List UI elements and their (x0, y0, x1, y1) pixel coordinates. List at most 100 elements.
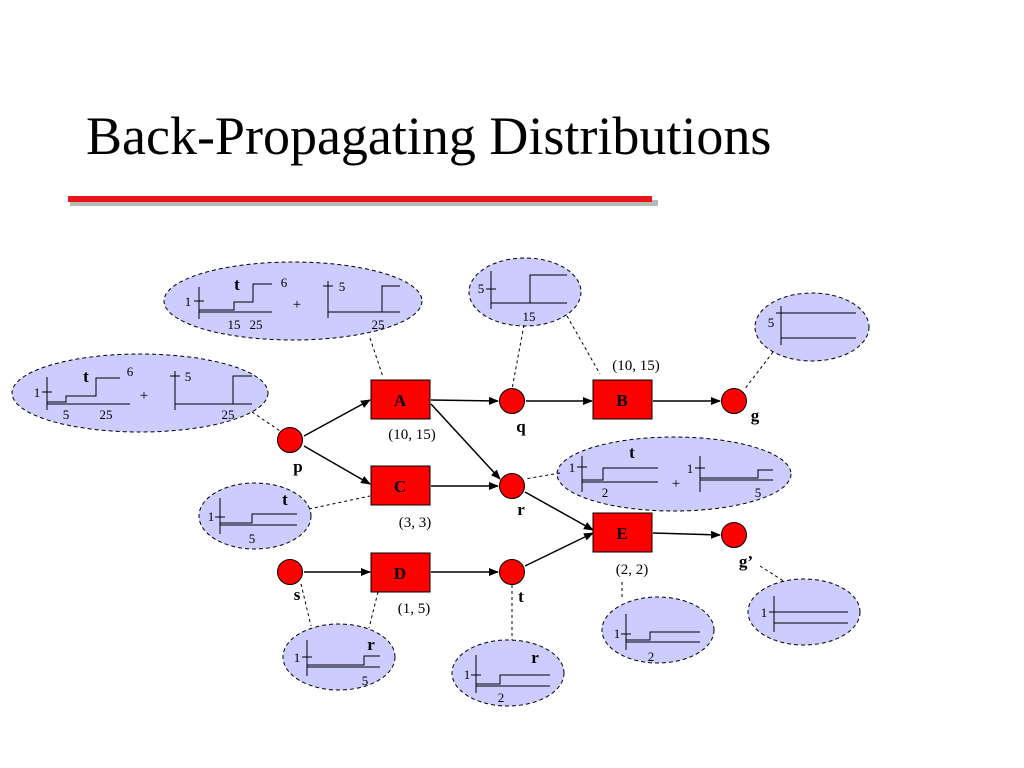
bubble-outline (451, 639, 565, 707)
step-plot-term1 (471, 655, 550, 693)
edge-p-C (303, 445, 371, 485)
step-var-label: r (367, 635, 375, 654)
connector-s (300, 583, 312, 627)
y-tick-label: 1 (185, 294, 192, 309)
fact-label: q (516, 417, 526, 436)
plus-operator: + (293, 297, 301, 313)
bubble-outline (754, 292, 870, 362)
distribution-bubble-q: 5 15 (468, 257, 582, 327)
y-tick-label: 1 (464, 667, 471, 682)
fact-label: t (518, 587, 524, 606)
plus-operator: + (140, 388, 148, 404)
bubble-outline (11, 353, 269, 433)
distribution-bubble-C: t 1 5 (198, 482, 312, 550)
step-plot-term1 (577, 456, 658, 492)
duration-label-A: (10, 15) (388, 427, 436, 443)
y-tick-label: 1 (569, 460, 576, 475)
distribution-bubble-A: t 6 1 15 25 + 5 25 (163, 261, 423, 341)
distribution-bubble-p: t 6 1 5 25 + 5 25 (11, 353, 269, 433)
y-tick-label: 1 (208, 509, 215, 524)
x-tick-label: 25 (100, 407, 113, 422)
plus-operator: + (672, 476, 680, 492)
y-tick-label: 5 (339, 279, 346, 294)
action-label: D (394, 564, 406, 583)
distribution-bubble-t: r 1 2 (451, 639, 565, 707)
x-tick-label: 15 (523, 309, 536, 324)
step-plot-term1 (621, 614, 700, 650)
step-plot-term1 (42, 377, 130, 410)
connector-g-prime (759, 565, 786, 583)
step-plot-term2 (695, 456, 773, 492)
connector-p (251, 411, 284, 434)
x-tick-label: 5 (249, 531, 256, 546)
action-node-C: C (370, 465, 431, 506)
x-tick-label: 25 (250, 317, 263, 332)
y-tick-label: 1 (687, 461, 694, 476)
distribution-bubble-E: 1 2 (601, 596, 715, 664)
step-top-label: 6 (127, 364, 134, 379)
bubble-outline (601, 596, 715, 664)
x-tick-label: 25 (222, 407, 235, 422)
y-tick-label: 5 (185, 369, 192, 384)
fact-label: s (294, 585, 301, 604)
y-tick-label: 5 (768, 315, 775, 330)
edge-p-A (303, 399, 371, 437)
step-plot-term2 (323, 281, 400, 318)
action-label: C (394, 477, 406, 496)
edge-E-g-prime (652, 530, 721, 539)
fact-label: p (293, 457, 302, 476)
action-node-A: A (370, 379, 431, 420)
action-node-B: B (592, 379, 653, 420)
edge-A-q (430, 396, 499, 405)
x-tick-label: 2 (498, 690, 505, 705)
connector-q-to-B (566, 315, 601, 375)
fact-node-p: p (277, 427, 303, 476)
x-tick-label: 15 (228, 317, 241, 332)
action-label: A (394, 391, 407, 410)
connector-A (369, 337, 384, 378)
y-tick-label: 1 (294, 650, 301, 665)
step-plot-term1 (215, 498, 297, 534)
fact-node-q: q (499, 388, 526, 436)
y-tick-label: 1 (34, 385, 41, 400)
step-plot-term1 (776, 306, 856, 345)
action-node-E: E (592, 512, 653, 553)
distribution-bubble-g: 5 (754, 292, 870, 362)
fact-node-g-prime: g’ (721, 522, 753, 571)
edge-r-E (524, 491, 594, 531)
distribution-bubble-r: t 1 2 + 1 5 (556, 436, 792, 512)
fact-label: r (517, 500, 525, 519)
connector-q-to-q (511, 324, 525, 390)
fact-node-r: r (499, 473, 525, 519)
y-tick-label: 5 (478, 281, 485, 296)
bubble-outline (282, 623, 396, 691)
fact-label: g (751, 406, 760, 425)
x-tick-label: 2 (648, 649, 655, 664)
y-tick-label: 1 (614, 626, 621, 641)
x-tick-label: 5 (362, 673, 369, 688)
duration-label-E: (2, 2) (616, 562, 649, 578)
action-label: E (616, 524, 627, 543)
x-tick-label: 5 (755, 485, 762, 500)
connector-D (368, 591, 379, 629)
connector-g (743, 351, 774, 391)
edge-A-r (430, 403, 501, 480)
action-node-D: D (370, 552, 431, 593)
connector-r (524, 472, 561, 480)
x-tick-label: 5 (63, 407, 70, 422)
step-var-label: t (282, 490, 288, 509)
fact-label: g’ (739, 552, 753, 571)
y-tick-label: 1 (761, 605, 768, 620)
plan-edges (303, 396, 721, 576)
step-plot-term1 (302, 640, 380, 676)
fact-node-t: t (499, 559, 525, 606)
step-plot-term1 (769, 596, 848, 632)
fact-node-s: s (277, 559, 303, 604)
title-underline (68, 196, 652, 202)
bubble-connectors (251, 315, 786, 640)
bubble-outline (163, 261, 423, 341)
step-var-label: t (234, 275, 240, 294)
slide-title: Back-Propagating Distributions (86, 106, 772, 166)
bubble-outline (556, 436, 792, 512)
